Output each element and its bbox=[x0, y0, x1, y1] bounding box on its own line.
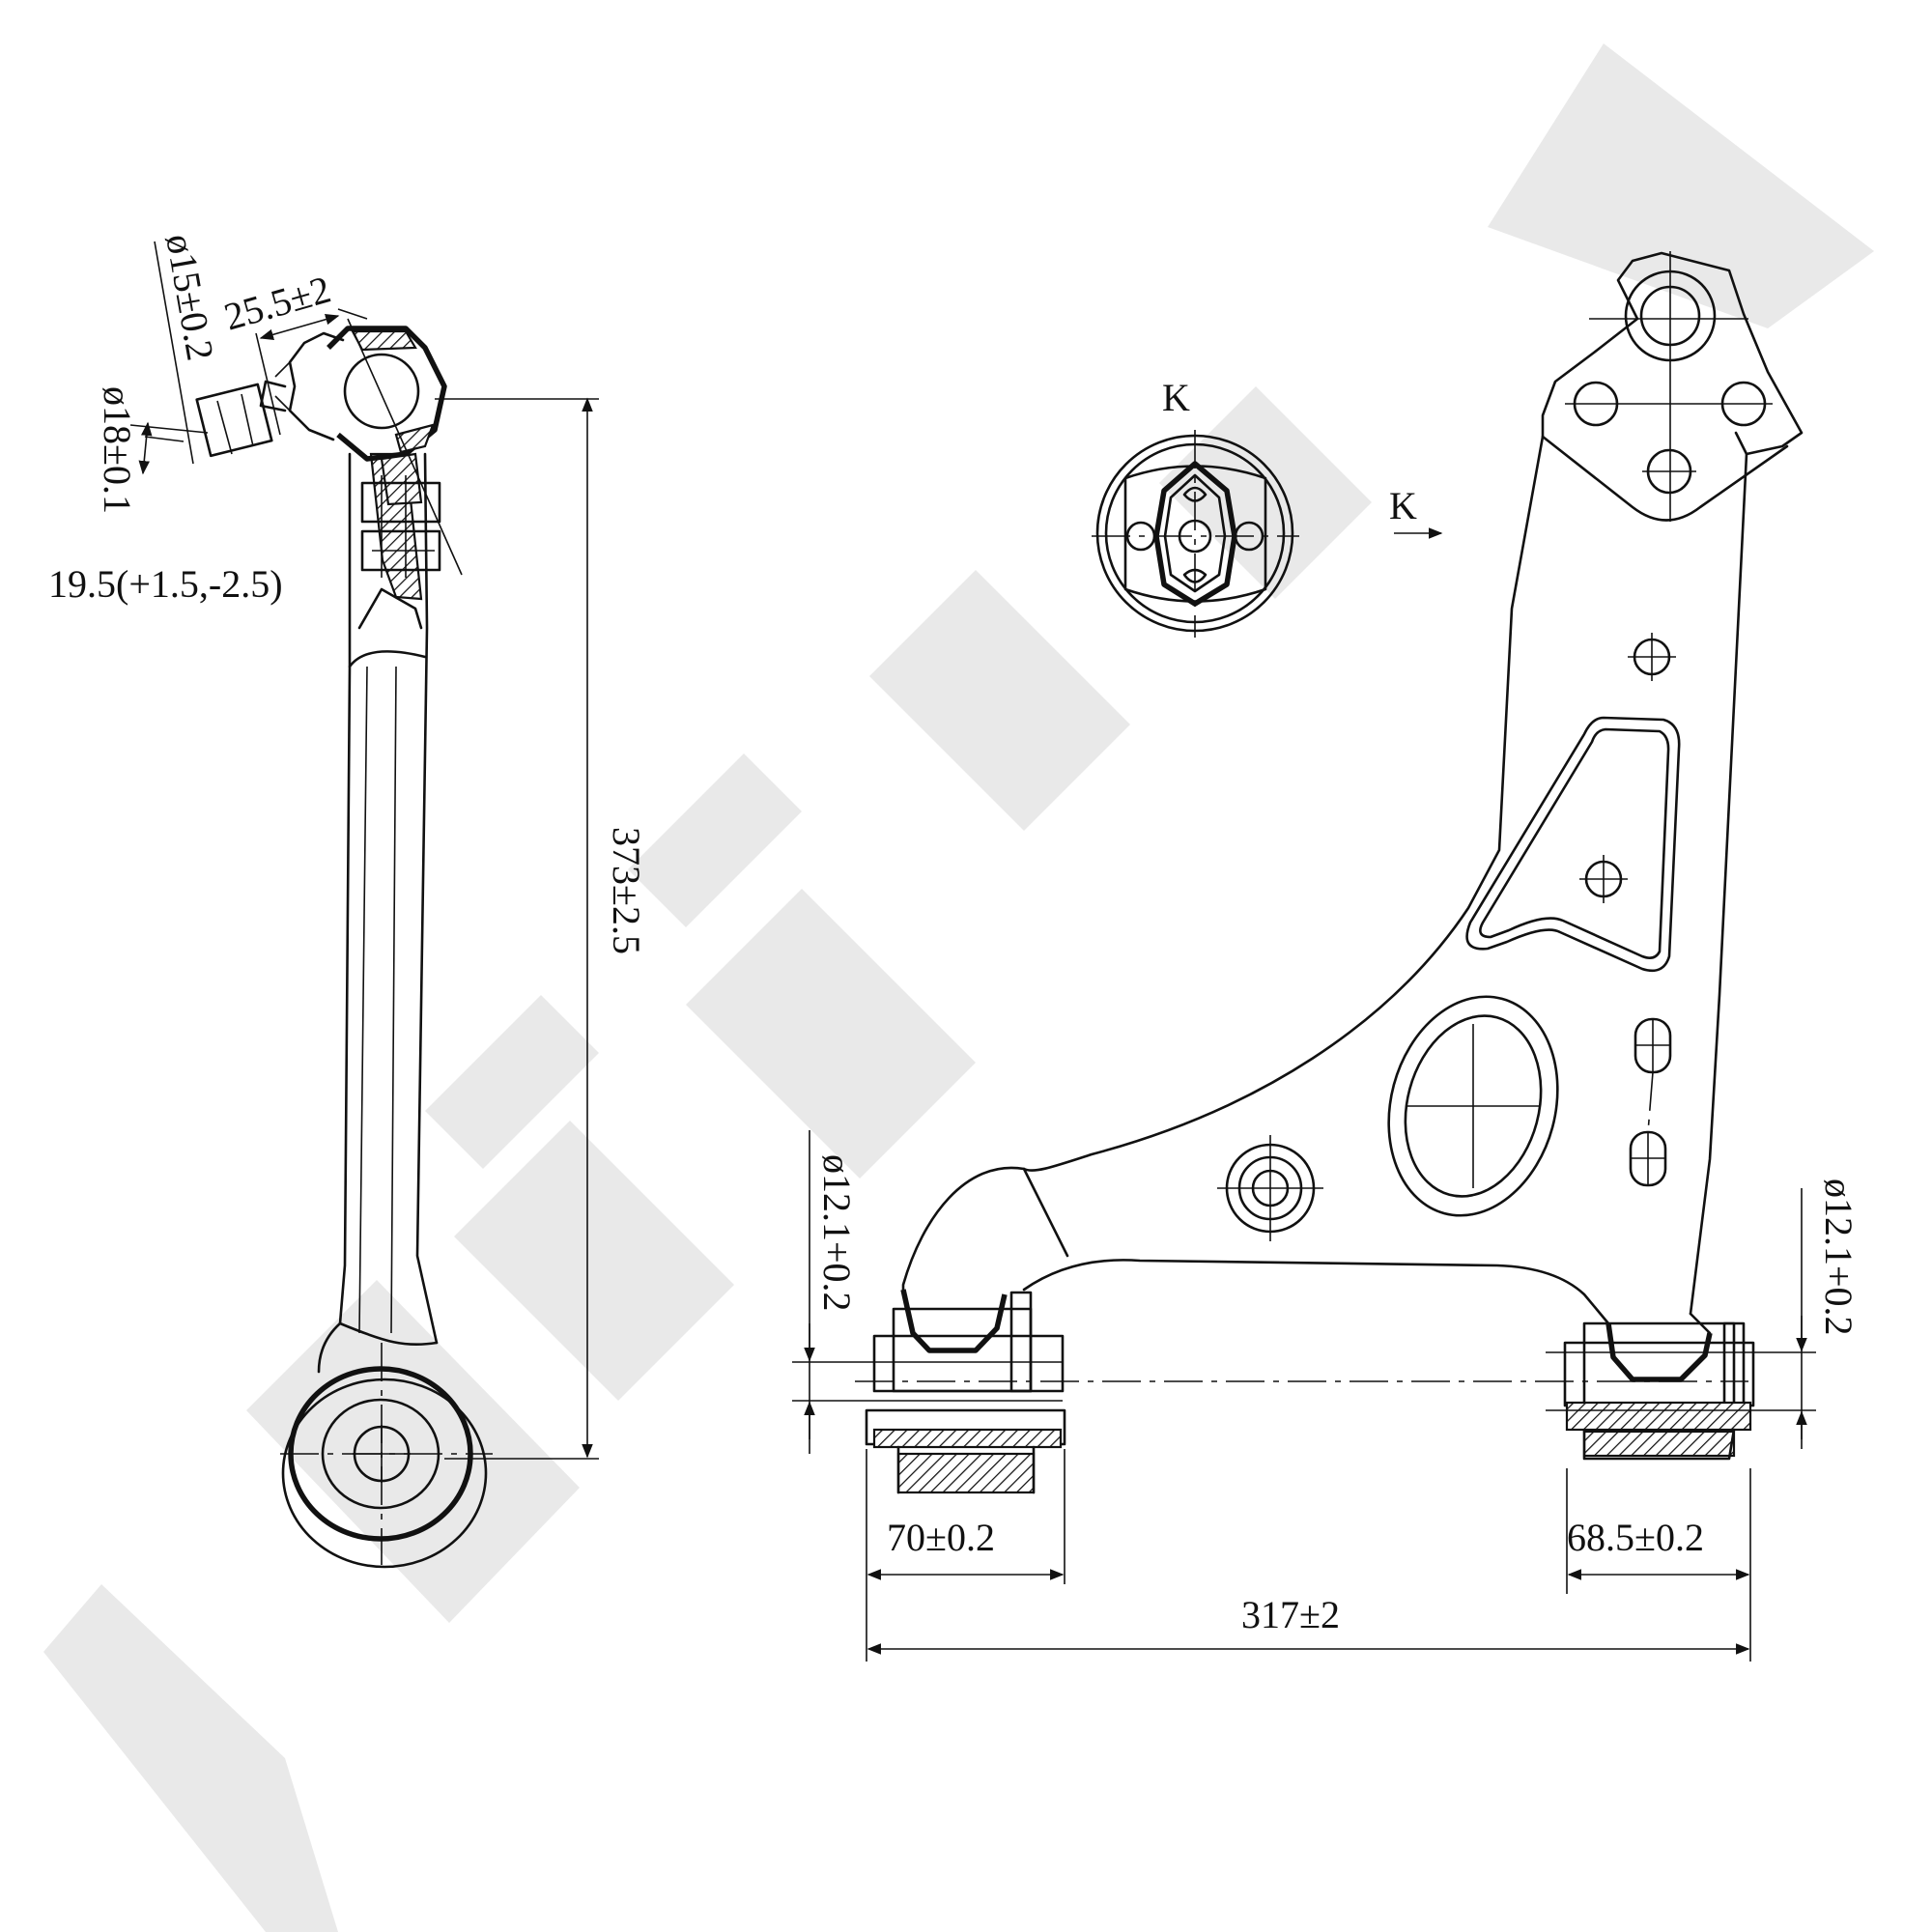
side-view-dimension-lines bbox=[129, 241, 599, 1460]
dim-ball-stud-base-dia: ø18±0.1 bbox=[96, 386, 139, 514]
view-k-label: K bbox=[1162, 376, 1190, 419]
view-k-arrow-label: K bbox=[1389, 484, 1417, 527]
dim-ball-stud-top-dia: ø15±0.2 bbox=[157, 231, 222, 364]
dim-front-bushing-bore: ø12.1+0.2 bbox=[815, 1154, 859, 1312]
zennek-watermark-logo bbox=[43, 43, 1874, 1932]
view-k-detail: K bbox=[1092, 376, 1299, 638]
dim-bushing-spacing: 317±2 bbox=[1241, 1593, 1340, 1636]
top-view-dimension-lines bbox=[792, 1130, 1816, 1662]
dim-stud-length: 19.5(+1.5,-2.5) bbox=[48, 562, 283, 606]
top-view: K bbox=[792, 251, 1861, 1662]
dim-rear-bushing-width: 68.5±0.2 bbox=[1567, 1516, 1704, 1559]
rear-bushing bbox=[1563, 1321, 1755, 1461]
dim-overall-length: 373±2.5 bbox=[605, 827, 648, 954]
dim-rear-bushing-bore: ø12.1+0.2 bbox=[1817, 1179, 1861, 1336]
dim-ball-stud-offset: 25.5±2 bbox=[219, 268, 335, 339]
arm-holes bbox=[1217, 633, 1681, 1241]
arm-body bbox=[317, 452, 439, 1374]
control-arm-outline bbox=[901, 251, 1804, 1335]
ball-joint-head bbox=[195, 318, 463, 578]
dim-front-bushing-width: 70±0.2 bbox=[887, 1516, 995, 1559]
front-bushing bbox=[865, 1289, 1066, 1494]
side-view: ø15±0.2 25.5±2 ø18±0.1 19.5(+1.5,-2.5) 3… bbox=[48, 231, 648, 1569]
bottom-bushing-eye bbox=[280, 1343, 493, 1569]
